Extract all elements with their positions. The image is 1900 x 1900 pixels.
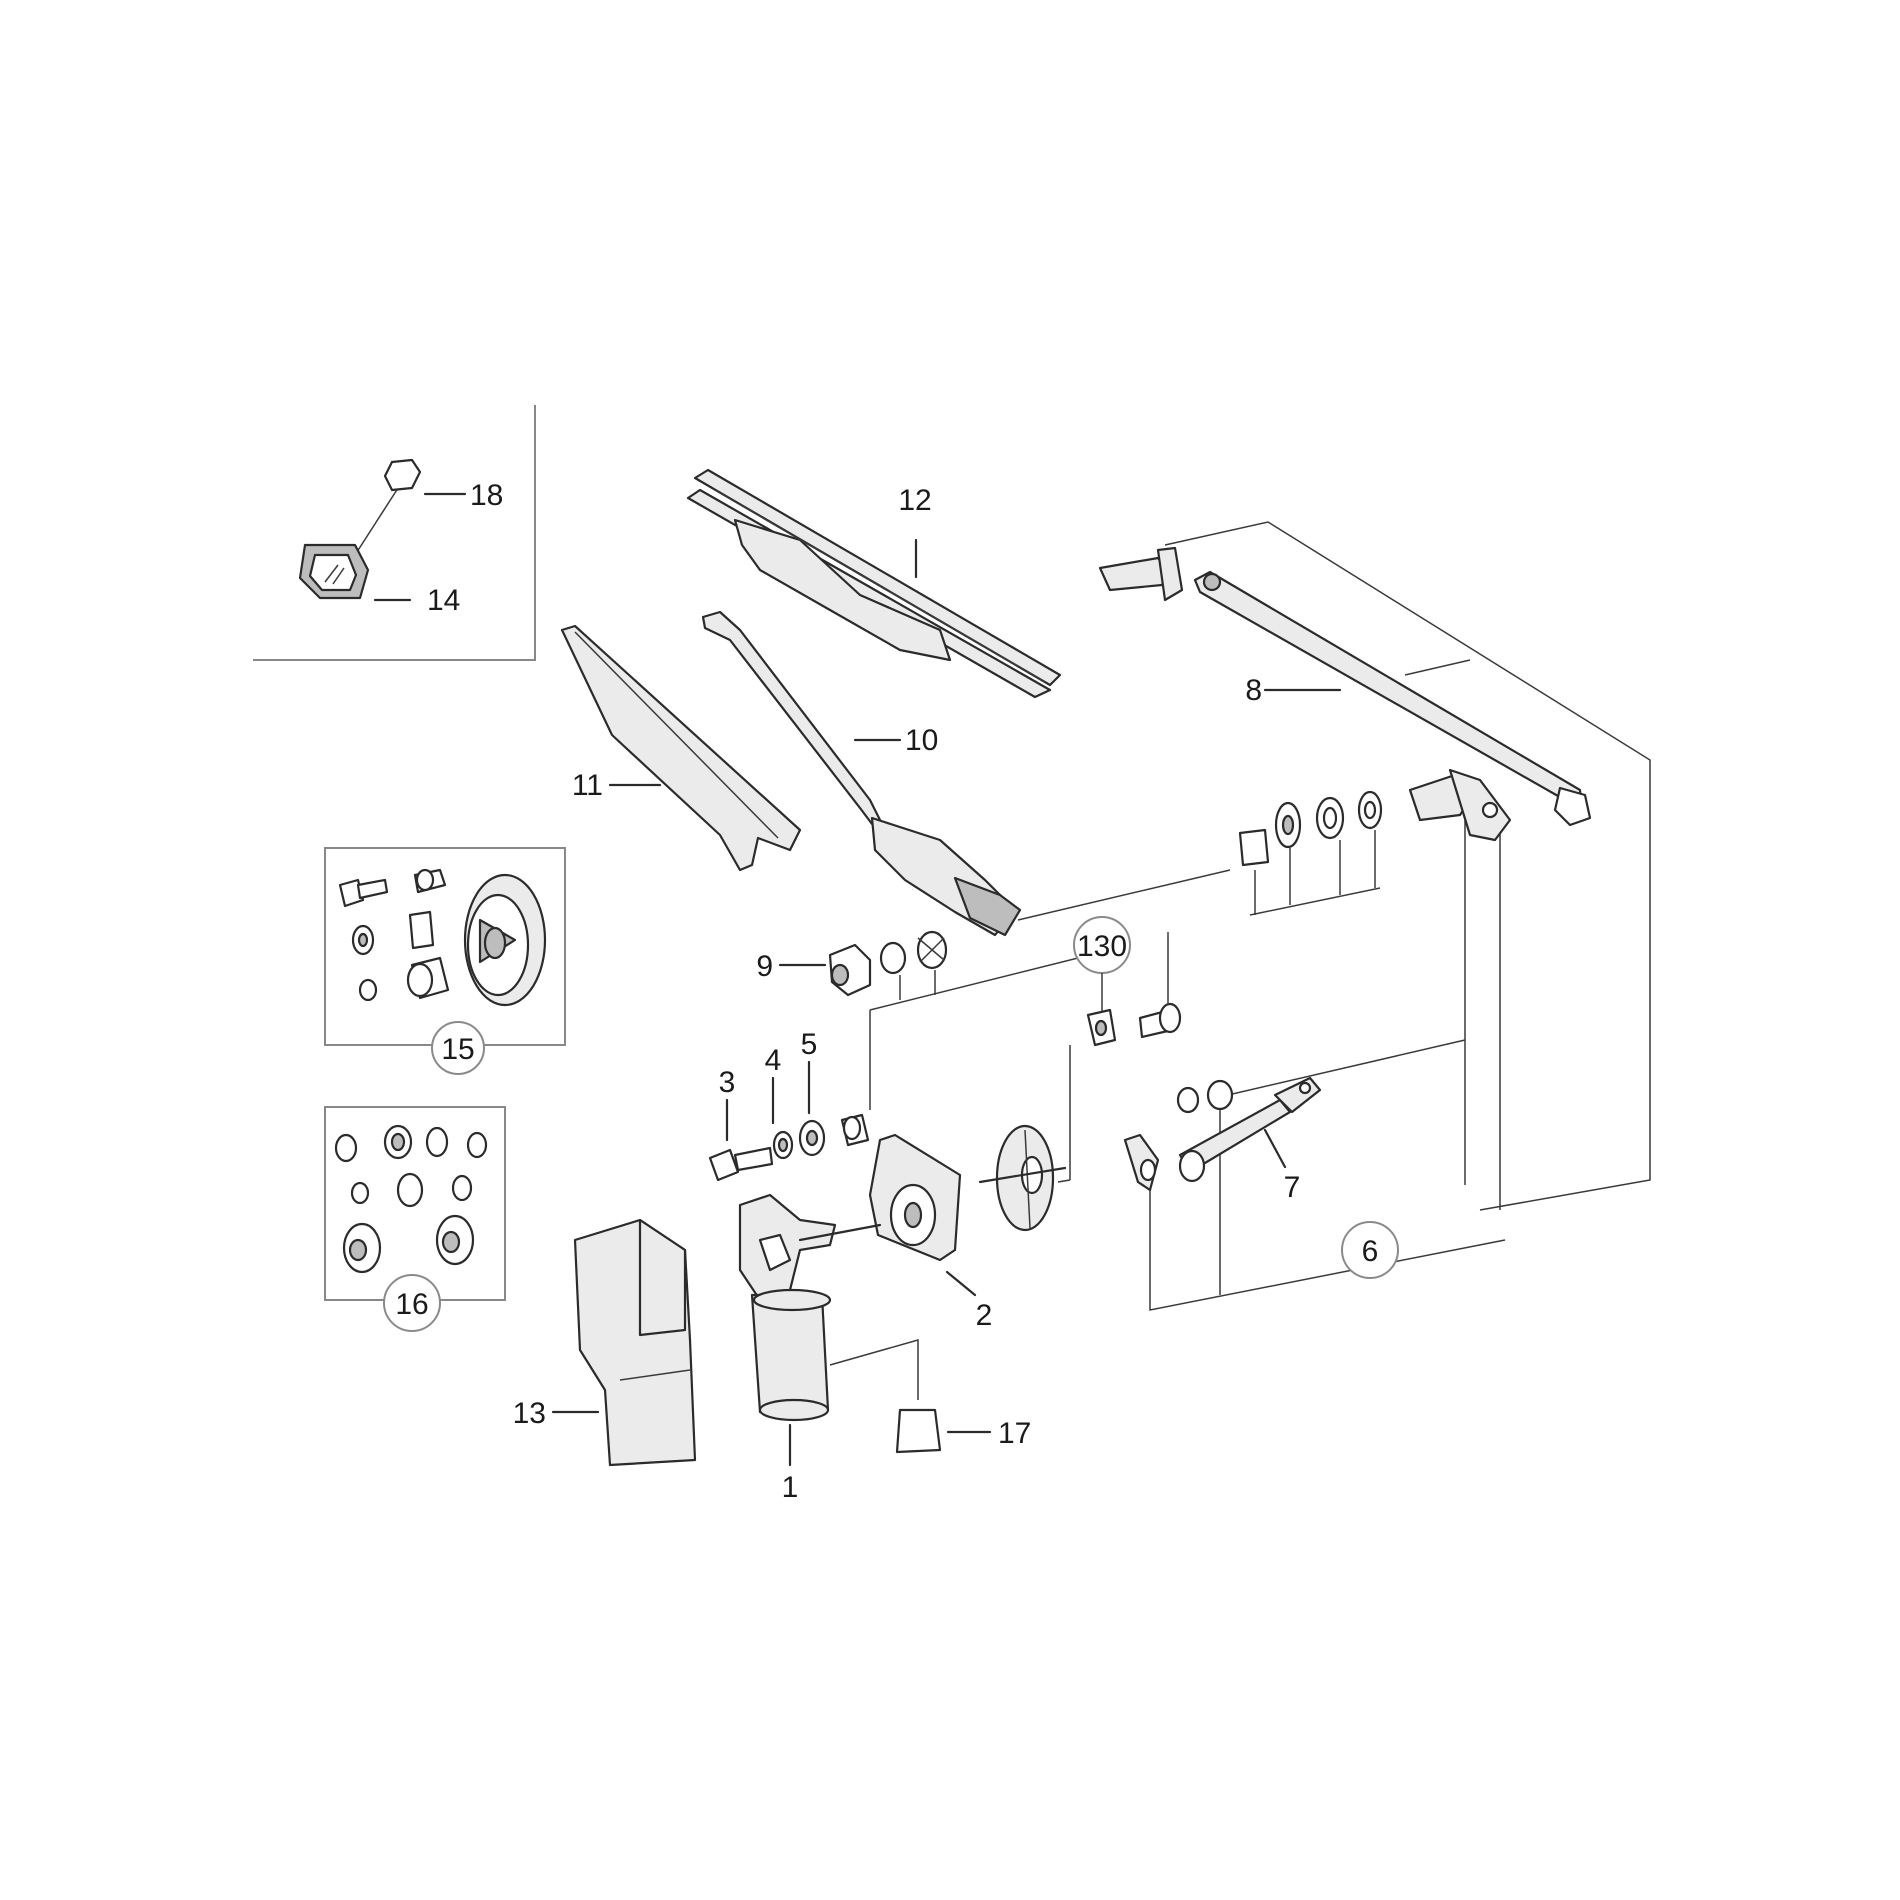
connector-18[interactable] — [383, 458, 422, 492]
label-13: 13 — [513, 1397, 546, 1430]
label-5: 5 — [801, 1028, 818, 1061]
plug-17[interactable] — [829, 1339, 992, 1454]
group-label-6: 6 — [1341, 1221, 1399, 1279]
hardware-upper-row[interactable] — [1017, 790, 1383, 921]
label-11: 11 — [572, 769, 603, 802]
wiper-blade-12[interactable] — [686, 468, 1062, 699]
group-6-brackets — [1149, 521, 1651, 1311]
label-17: 17 — [998, 1417, 1031, 1450]
label-3: 3 — [719, 1066, 736, 1099]
label-4: 4 — [765, 1044, 782, 1077]
label-12: 12 — [898, 484, 931, 517]
wiper-arm-10[interactable] — [701, 610, 1022, 937]
kit-box-16[interactable]: 16 — [324, 1106, 506, 1332]
crank-disc[interactable] — [978, 1124, 1067, 1232]
spoiler-11[interactable] — [560, 624, 802, 872]
label-18: 18 — [470, 479, 503, 512]
link-rod-7[interactable] — [1123, 1076, 1322, 1192]
kit-box-15[interactable]: 15 — [324, 847, 566, 1075]
label-7: 7 — [1284, 1171, 1301, 1204]
linkage-rod-8[interactable] — [1098, 546, 1592, 827]
label-8: 8 — [1245, 674, 1262, 707]
label-2: 2 — [976, 1299, 993, 1332]
label-10: 10 — [905, 724, 938, 757]
inset-sensor-box — [253, 405, 536, 661]
cap-nut-9[interactable] — [778, 930, 1091, 1110]
label-16: 16 — [395, 1288, 428, 1321]
label-9: 9 — [756, 950, 773, 983]
bolt-3-washers[interactable] — [708, 1060, 870, 1182]
label-6: 6 — [1362, 1235, 1379, 1268]
label-1: 1 — [782, 1471, 799, 1504]
mounting-plate-2[interactable] — [868, 1133, 977, 1297]
label-15: 15 — [441, 1033, 474, 1066]
label-14: 14 — [427, 584, 460, 617]
cover-13[interactable] — [551, 1218, 697, 1467]
kit-130[interactable]: 130 — [1057, 916, 1182, 1183]
label-130: 130 — [1077, 930, 1127, 963]
wiper-motor-1[interactable] — [738, 1193, 882, 1467]
linkage-pivot-head[interactable] — [1408, 768, 1512, 842]
